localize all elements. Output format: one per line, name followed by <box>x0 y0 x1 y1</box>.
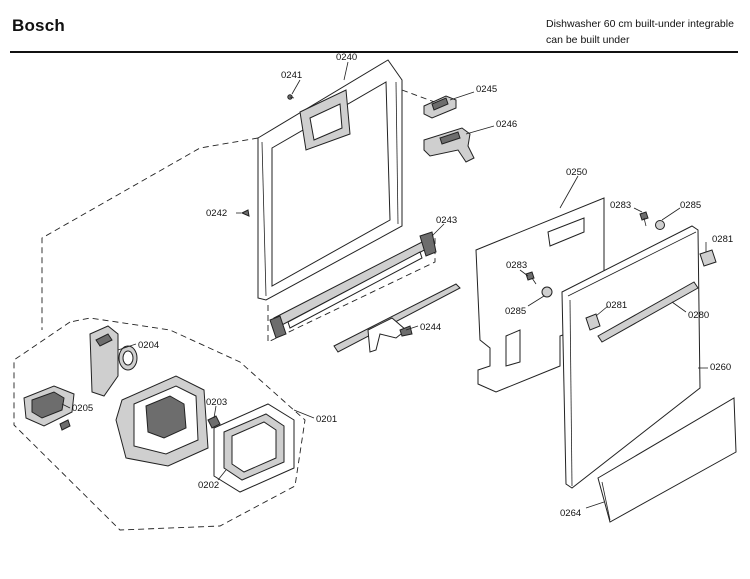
label-0283-lower: 0283 <box>506 260 527 271</box>
label-0203: 0203 <box>206 397 227 408</box>
screw-0241 <box>287 94 295 100</box>
washer-0285-lower <box>541 286 553 298</box>
frame-seal-0202 <box>213 403 295 493</box>
model-description: Dishwasher 60 cm built-under integrable … <box>546 16 734 48</box>
label-0280: 0280 <box>688 310 709 321</box>
label-0202: 0202 <box>198 480 219 491</box>
guide-rail-0244 <box>333 283 461 353</box>
label-0243: 0243 <box>436 215 457 226</box>
label-0240: 0240 <box>336 52 357 63</box>
label-0242: 0242 <box>206 208 227 219</box>
label-0205: 0205 <box>72 403 93 414</box>
label-0245: 0245 <box>476 84 497 95</box>
label-0285-lower: 0285 <box>505 306 526 317</box>
label-0281-left: 0281 <box>606 300 627 311</box>
leader-lines <box>61 61 708 509</box>
label-0204: 0204 <box>138 340 159 351</box>
clip-0203 <box>207 415 221 429</box>
label-0250: 0250 <box>566 167 587 178</box>
washer-0285-upper <box>655 220 665 230</box>
label-0285-upper: 0285 <box>680 200 701 211</box>
lower-rail-0243 <box>269 231 437 339</box>
header-divider <box>10 51 738 53</box>
dispenser-lid-0204 <box>89 325 138 397</box>
label-0264: 0264 <box>560 508 581 519</box>
brand-title: Bosch <box>12 16 65 35</box>
latch-part-0245 <box>423 95 457 119</box>
spacer-block-0281-right <box>699 249 717 267</box>
decor-frame-panel-0250 <box>475 197 605 393</box>
plinth-strip-0264 <box>597 397 737 523</box>
outer-door-panel-0260 <box>561 225 701 489</box>
model-description-line2: can be built under <box>546 34 630 46</box>
label-0260: 0260 <box>710 362 731 373</box>
screw-0283-lower <box>525 271 537 285</box>
label-0281-right: 0281 <box>712 234 733 245</box>
label-0201: 0201 <box>316 414 337 425</box>
label-0244: 0244 <box>420 322 441 333</box>
handle-strip-0280 <box>597 281 699 343</box>
control-housing-0201 <box>115 375 209 467</box>
spacer-block-0281-left <box>585 313 601 331</box>
label-0241: 0241 <box>281 70 302 81</box>
inner-door-frame <box>257 59 403 301</box>
rinse-aid-cover-0205 <box>23 385 75 431</box>
label-0246: 0246 <box>496 119 517 130</box>
assembly-dashed-outline-door <box>41 137 259 330</box>
screw-0283-upper <box>639 211 649 227</box>
assembly-dashed-outline-control <box>13 317 306 531</box>
label-0283-upper: 0283 <box>610 200 631 211</box>
model-description-line1: Dishwasher 60 cm built-under integrable <box>546 18 734 30</box>
latch-bracket-0246 <box>423 127 475 163</box>
clip-0242 <box>240 209 250 217</box>
